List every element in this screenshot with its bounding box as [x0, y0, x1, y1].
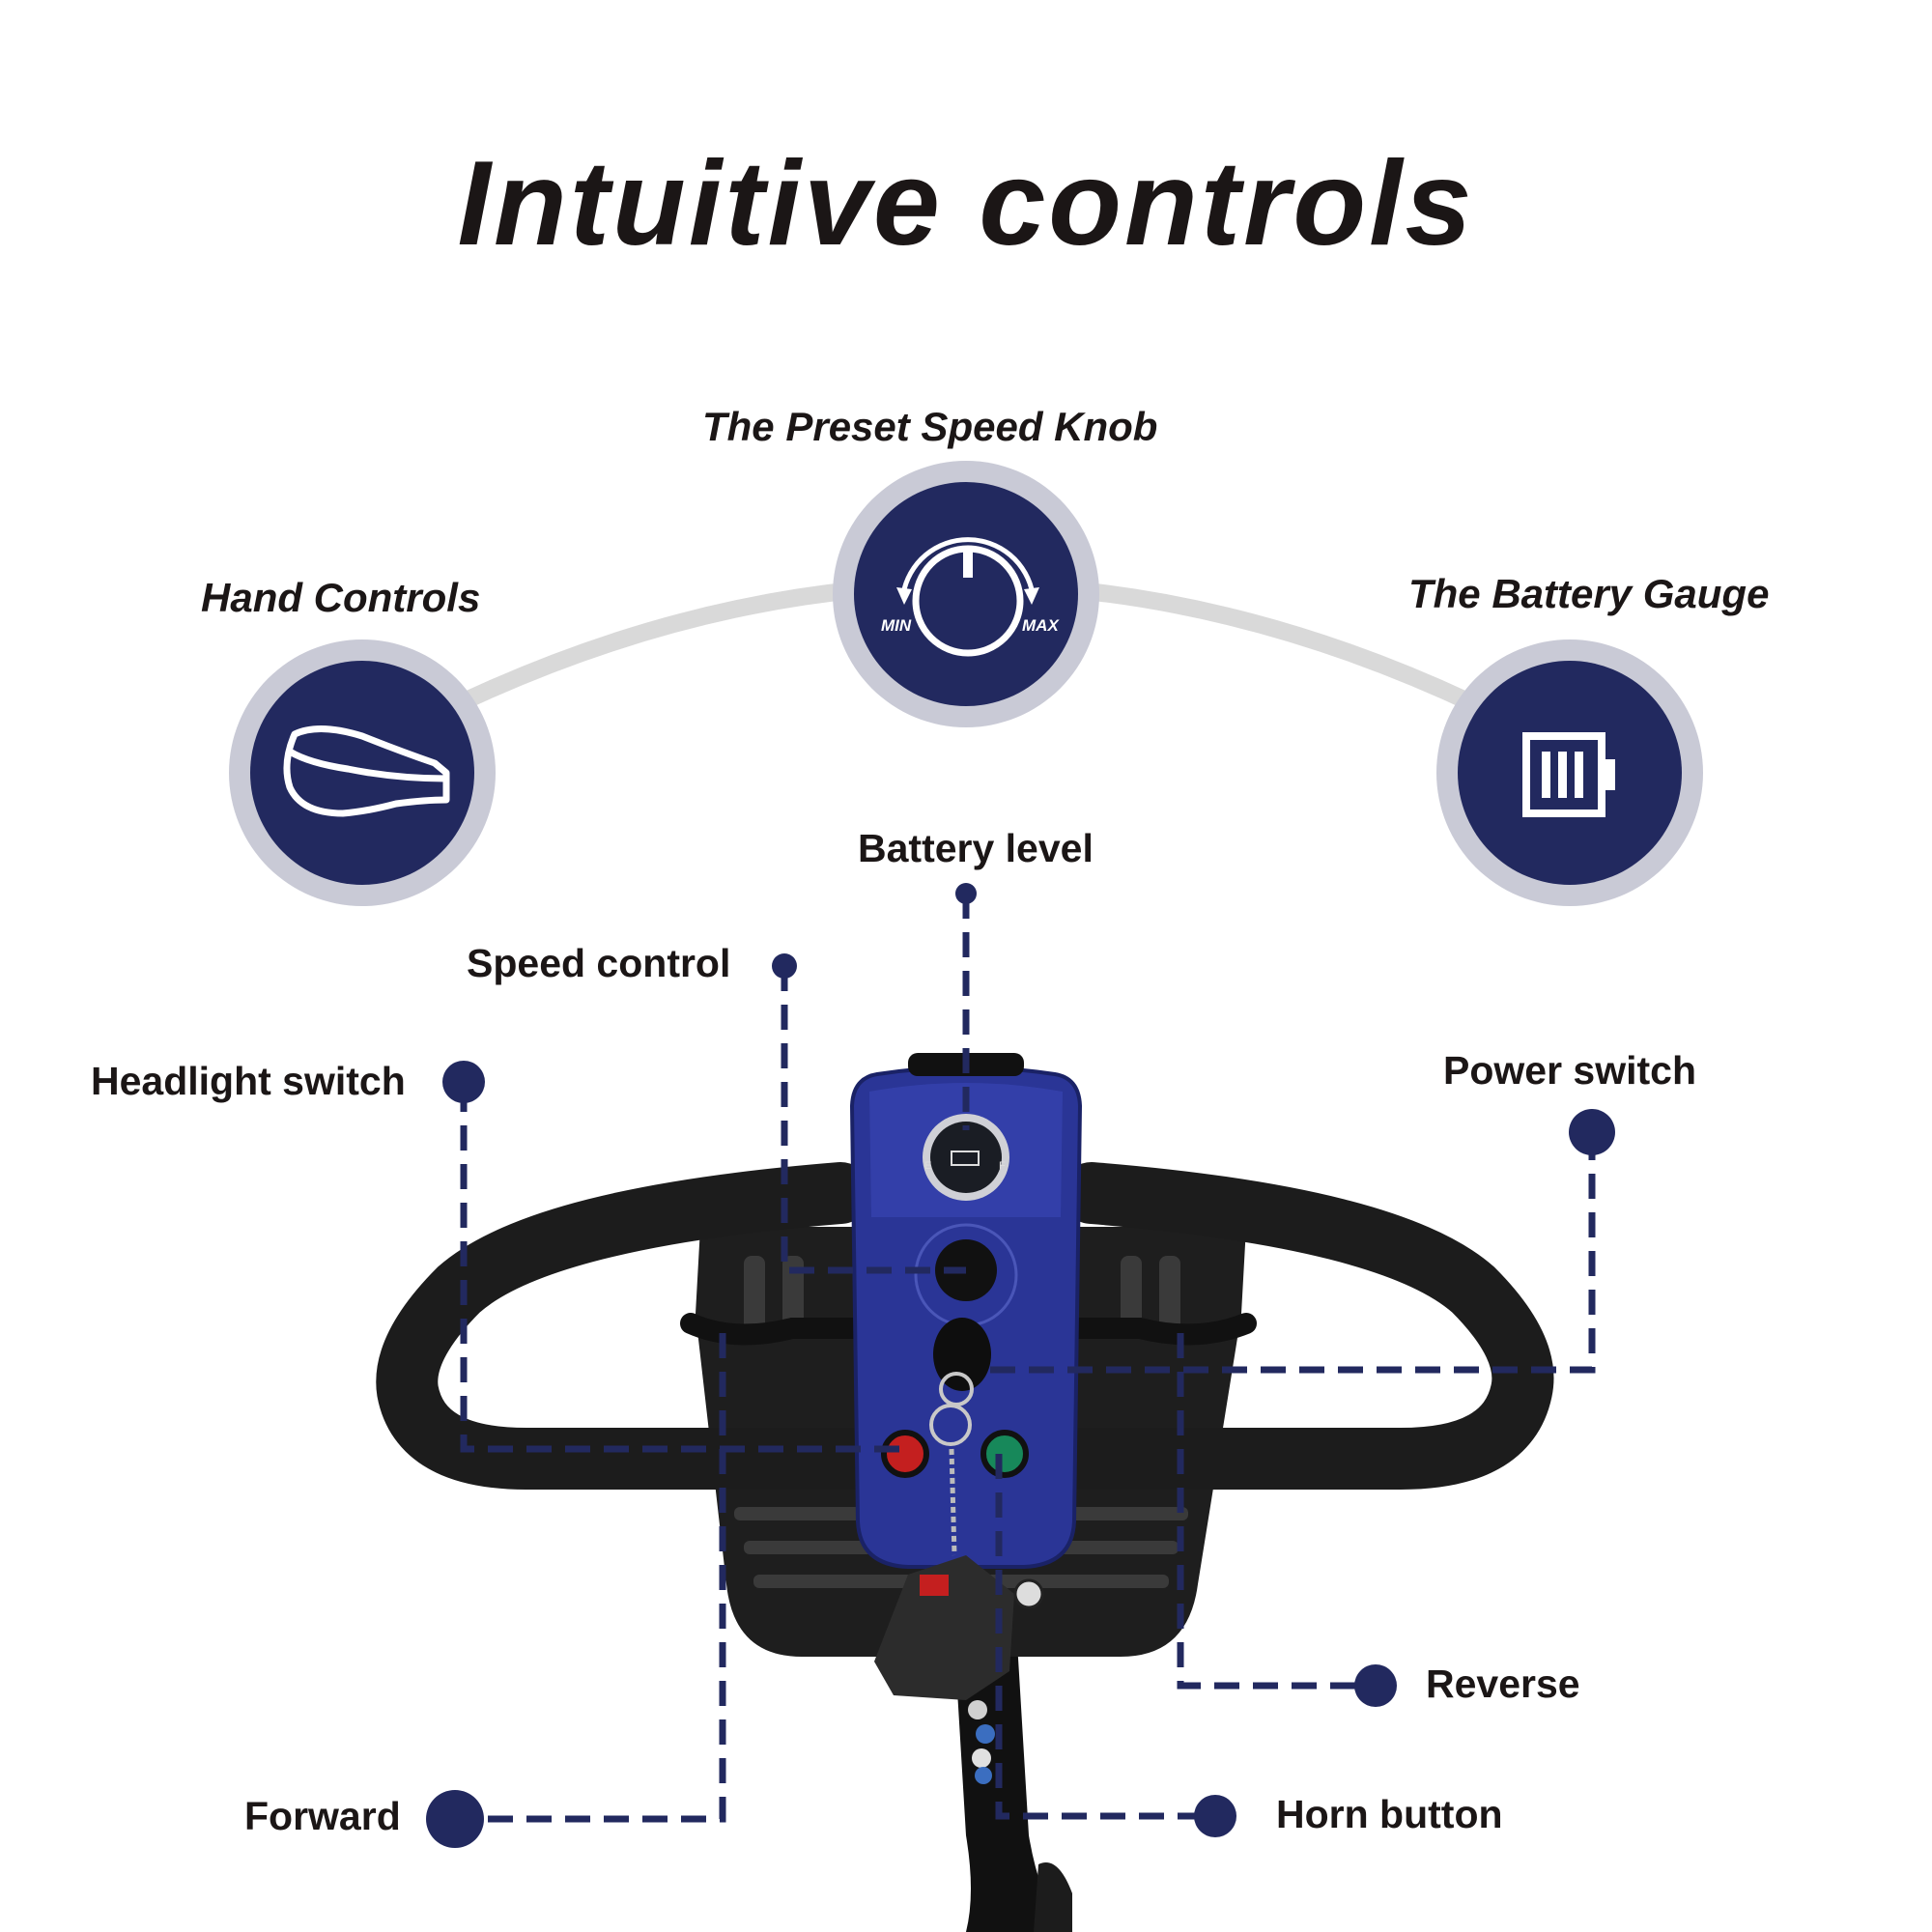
gauge-full-label: F: [999, 1160, 1006, 1172]
reverse-label: Reverse: [1426, 1662, 1580, 1706]
horn-button-label: Horn button: [1276, 1792, 1503, 1836]
forward-dot: [426, 1790, 484, 1848]
headlight-switch-leader: [460, 1087, 905, 1453]
knob-max-label: MAX: [1022, 616, 1060, 635]
power-switch-dot: [1569, 1109, 1615, 1155]
keychain: [874, 1555, 1044, 1700]
battery-gauge-display: E F: [923, 1114, 1009, 1201]
power-switch-leader: [978, 1135, 1596, 1374]
battery-gauge-badge: [1436, 639, 1703, 906]
forward-leader: [459, 1333, 726, 1823]
battery-icon: [1522, 732, 1615, 817]
headlight-switch-dot: [442, 1061, 485, 1103]
speed-control-dot: [772, 953, 797, 979]
reverse-leader: [1177, 1333, 1377, 1690]
speed-control-leader: [781, 966, 966, 1274]
knob-min-label: MIN: [881, 616, 912, 635]
column-stickers: [968, 1700, 995, 1784]
horn-button-dot: [1194, 1795, 1236, 1837]
speed-knob-badge: MIN MAX: [833, 461, 1099, 727]
reverse-dot: [1354, 1664, 1397, 1707]
headlight-button: [881, 1430, 929, 1478]
key-switch: [929, 1318, 991, 1556]
page-title: Intuitive controls: [457, 137, 1475, 270]
speed-control-label: Speed control: [467, 941, 731, 985]
hand-controls-icon: [283, 724, 450, 817]
forward-label: Forward: [244, 1794, 401, 1838]
speed-knob-icon: [896, 537, 1039, 657]
hand-controls-label: Hand Controls: [201, 575, 481, 620]
preset-speed-knob-label: The Preset Speed Knob: [702, 404, 1158, 449]
headlight-switch-label: Headlight switch: [91, 1059, 406, 1103]
hand-controls-badge: [229, 639, 496, 906]
battery-gauge-label: The Battery Gauge: [1408, 571, 1770, 616]
gauge-empty-label: E: [924, 1160, 931, 1172]
power-switch-label: Power switch: [1443, 1048, 1697, 1093]
battery-level-label: Battery level: [858, 826, 1094, 870]
horn-button-control: [980, 1430, 1029, 1478]
battery-level-dot: [955, 883, 977, 904]
horn-button-leader: [995, 1454, 1217, 1820]
